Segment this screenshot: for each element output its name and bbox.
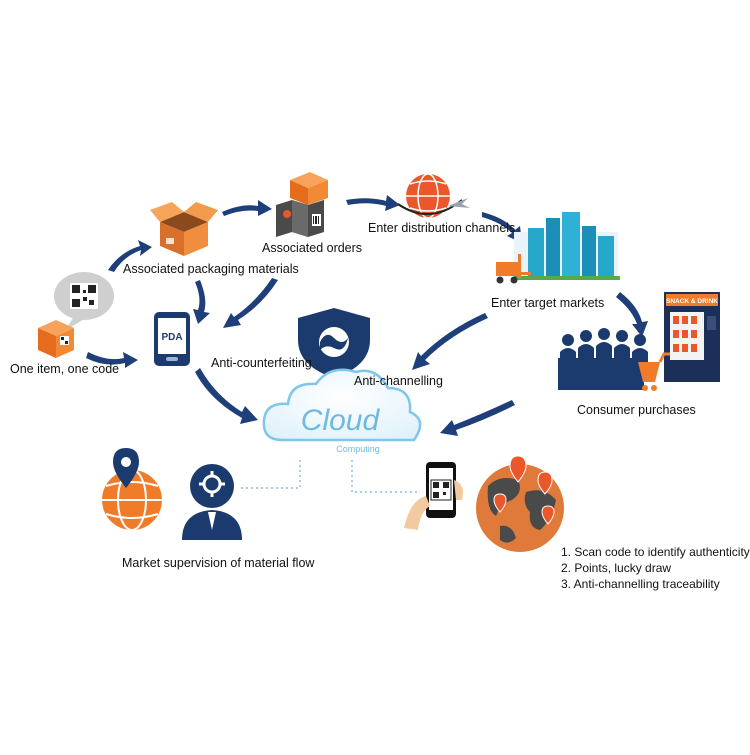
label-anti-counterfeiting: Anti-counterfeiting xyxy=(211,356,312,370)
world-pins-icon xyxy=(476,455,564,552)
label-packaging: Associated packaging materials xyxy=(123,262,299,276)
location-globe-icon xyxy=(102,448,162,531)
label-target-markets: Enter target markets xyxy=(491,296,605,310)
pda-text: PDA xyxy=(161,332,182,343)
qr-speech-bubble-icon xyxy=(54,272,114,330)
dotted-connectors xyxy=(240,460,418,493)
label-anti-channelling: Anti-channelling xyxy=(354,374,443,388)
open-box-icon xyxy=(150,202,218,256)
label-orders: Associated orders xyxy=(262,241,363,255)
vending-sign-text: SNACK & DRINK xyxy=(666,298,718,305)
flow-arrows xyxy=(86,195,648,436)
cloud-sub: Computing xyxy=(336,444,380,454)
pda-device-icon: PDA xyxy=(154,312,190,366)
benefit-item: 2. Points, lucky draw xyxy=(561,561,672,575)
benefit-item: 1. Scan code to identify authenticity xyxy=(561,545,750,559)
benefit-item: 3. Anti-channelling traceability xyxy=(561,577,720,591)
shopping-cart-icon xyxy=(638,352,670,391)
phone-scan-icon xyxy=(404,462,463,530)
cloud-computing-icon: Cloud Computing xyxy=(262,368,422,454)
orders-map-icon xyxy=(276,172,328,237)
arrow-packaging-to-pda xyxy=(193,280,210,324)
cloud-word: Cloud xyxy=(301,404,381,437)
globe-plane-icon xyxy=(397,173,470,219)
benefits-list: 1. Scan code to identify authenticity 2.… xyxy=(561,544,750,592)
arrow-markets-to-cloud xyxy=(412,313,488,370)
arrow-markets-to-consumer xyxy=(616,292,648,337)
vending-machine-icon: SNACK & DRINK xyxy=(664,292,720,382)
label-distribution: Enter distribution channels xyxy=(368,221,516,235)
label-one-item: One item, one code xyxy=(10,362,120,376)
forklift-icon xyxy=(496,254,531,278)
shield-icon xyxy=(298,308,370,378)
one-item-group xyxy=(38,272,114,358)
arrow-orders-to-pda xyxy=(223,278,278,328)
arrow-consumer-to-cloud xyxy=(440,400,515,436)
city-skyline-icon xyxy=(496,212,620,284)
arrow-qr-to-packaging xyxy=(108,240,152,272)
label-consumer: Consumer purchases xyxy=(577,403,696,417)
arrow-packaging-to-orders xyxy=(222,200,272,216)
supervisor-person-icon xyxy=(182,464,242,540)
crowd-icon xyxy=(558,328,648,390)
arrow-orders-to-distribution xyxy=(346,195,400,211)
product-box-icon xyxy=(38,320,74,358)
arrow-pda-to-cloud xyxy=(195,368,258,424)
arrow-item-to-pda xyxy=(86,352,138,368)
arrow-distribution-to-markets xyxy=(482,212,522,243)
label-market-supervision: Market supervision of material flow xyxy=(122,556,315,570)
